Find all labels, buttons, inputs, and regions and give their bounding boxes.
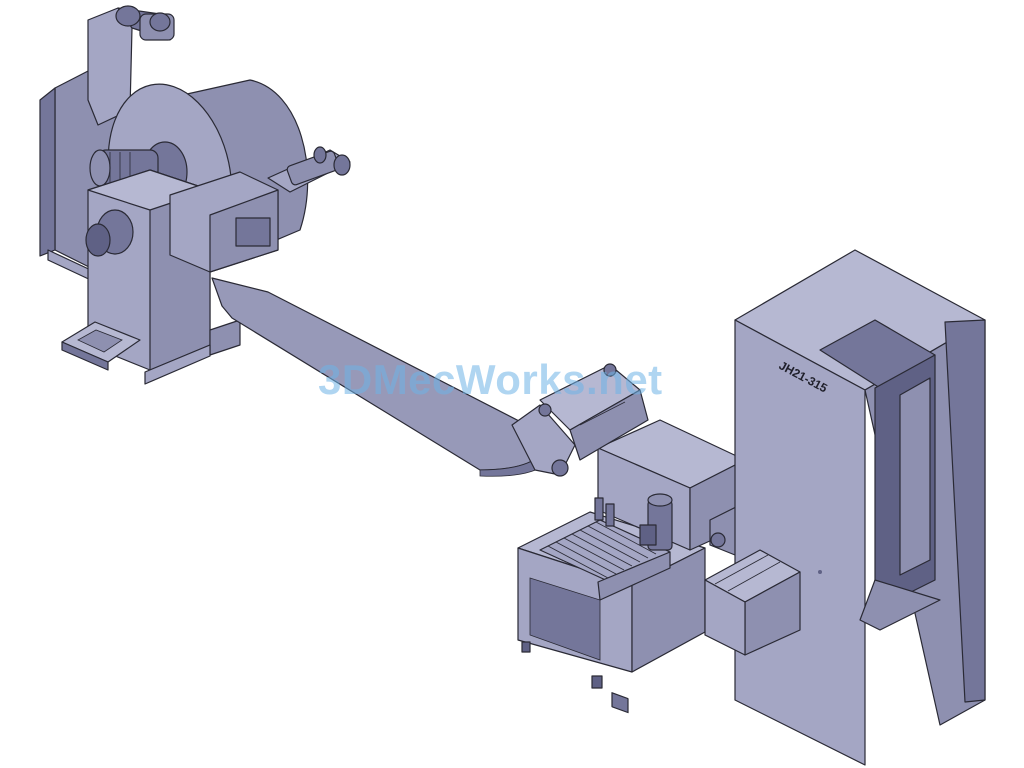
straightener-rack [539,519,671,601]
feeder-servo-motor [639,493,673,551]
entry-guide-arm [511,363,649,477]
decoiler [39,5,351,385]
operator-step [61,321,141,371]
press-machine: JH21-315 [704,249,986,766]
servo-feeder [511,363,761,714]
coil-clamp-arm [169,146,351,273]
steel-strip [211,277,561,477]
